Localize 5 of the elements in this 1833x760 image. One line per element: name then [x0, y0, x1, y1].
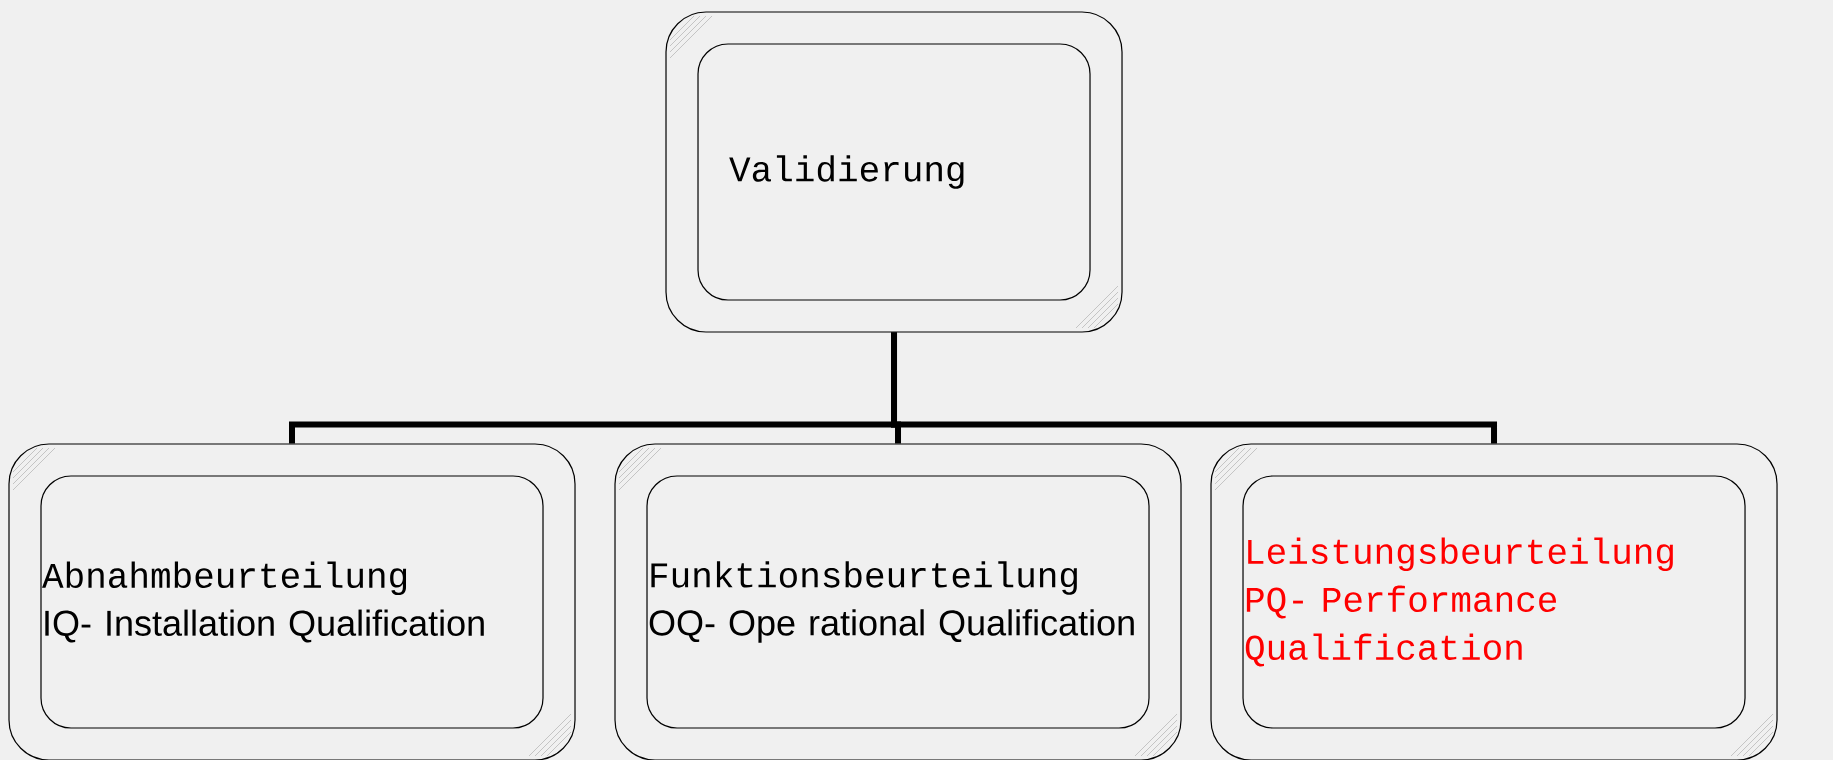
box: Leistungsbeurteilung PQ- Performance Qualification [1210, 443, 1778, 760]
box: Funktionsbeurteilung OQ- Ope rational Qualification [614, 443, 1182, 760]
box: Validierung [665, 11, 1123, 333]
box: Abnahmbeurteilung IQ- Installation Qualification [8, 443, 576, 760]
connector-line [891, 332, 1497, 444]
